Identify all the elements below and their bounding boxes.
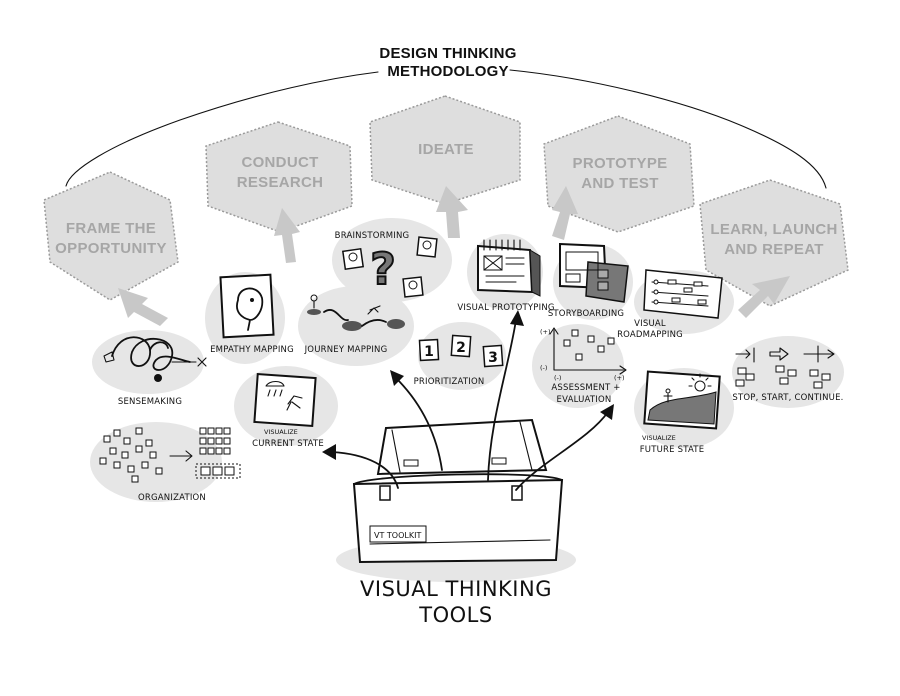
phase-2-line-1: CONDUCT: [241, 154, 318, 171]
roadmapping-label-2: ROADMAPPING: [617, 330, 683, 340]
phase-5-line-1: LEARN, LAUNCH: [710, 221, 837, 238]
axis-minus-label: (-): [540, 364, 547, 372]
title-line-2: METHODOLOGY: [387, 63, 508, 80]
axis-minus-label-x: (-): [554, 374, 561, 382]
visualize-future-label-1: VISUALIZE: [642, 434, 676, 442]
phase-3-line-1: IDEATE: [418, 141, 474, 158]
visualize-current-label-1: VISUALIZE: [264, 428, 298, 436]
assessment-label-2: EVALUATION: [557, 395, 612, 405]
tool-stop-start-continue: STOP, START, CONTINUE.: [732, 346, 843, 403]
phase-1-line-2: OPPORTUNITY: [55, 240, 167, 257]
phase-4-line-2: AND TEST: [581, 175, 658, 192]
empathy-mapping-label: EMPATHY MAPPING: [210, 345, 294, 355]
priority-1: 1: [424, 344, 434, 360]
assessment-label-1: ASSESSMENT +: [551, 383, 620, 393]
phase-frame-the-opportunity: FRAME THE OPPORTUNITY: [44, 172, 178, 300]
toolbox-icon: VT TOOLKIT: [354, 420, 562, 562]
organization-label: ORGANIZATION: [138, 493, 206, 503]
visualize-current-label-2: CURRENT STATE: [252, 439, 324, 449]
phase-4-line-1: PROTOTYPE: [573, 155, 668, 172]
stop-start-continue-label: STOP, START, CONTINUE.: [732, 393, 843, 403]
phase-1-line-1: FRAME THE: [66, 220, 156, 237]
phase-5-line-2: AND REPEAT: [724, 241, 823, 258]
storyboarding-label: STORYBOARDING: [548, 309, 624, 319]
brainstorming-label: BRAINSTORMING: [335, 231, 410, 241]
bottom-title-line-2: TOOLS: [418, 603, 492, 627]
arrow-up-icon: [118, 288, 168, 326]
sensemaking-label: SENSEMAKING: [118, 397, 182, 407]
toolbox-label: VT TOOLKIT: [374, 531, 421, 540]
bottom-title-line-1: VISUAL THINKING: [360, 577, 552, 601]
visualize-future-label-2: FUTURE STATE: [640, 445, 705, 455]
priority-2: 2: [456, 340, 466, 356]
visual-prototyping-label: VISUAL PROTOTYPING: [457, 303, 554, 313]
phase-ideate: IDEATE: [370, 96, 520, 204]
phase-2-line-2: RESEARCH: [237, 174, 324, 191]
roadmapping-label-1: VISUAL: [634, 319, 666, 329]
axis-plus-label-x: (+): [614, 374, 625, 382]
title-line-1: DESIGN THINKING: [379, 45, 516, 62]
prioritization-label: PRIORITIZATION: [414, 377, 485, 387]
priority-3: 3: [488, 350, 498, 366]
visual-thinking-tools-title: VISUAL THINKING TOOLS: [360, 577, 552, 627]
journey-mapping-label: JOURNEY MAPPING: [304, 345, 388, 355]
question-mark-icon: ?: [370, 244, 396, 295]
phase-conduct-research: CONDUCT RESEARCH: [206, 122, 352, 232]
axis-plus-label: (+): [540, 328, 551, 336]
